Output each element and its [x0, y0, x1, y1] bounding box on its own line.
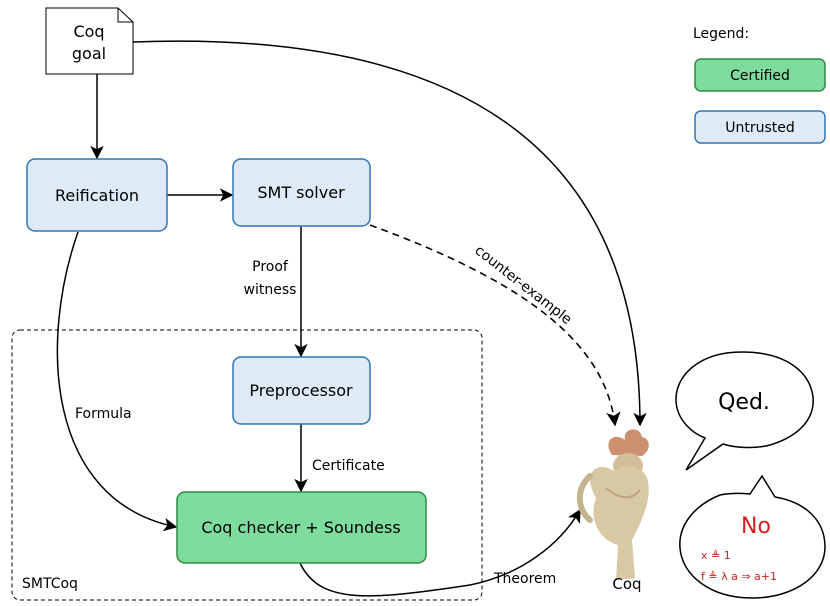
checker-node: Coq checker + Soundess: [176, 491, 427, 564]
checker-label: Coq checker + Soundess: [201, 518, 400, 537]
label-formula: Formula: [75, 406, 132, 422]
label-proof: Proof: [252, 259, 289, 275]
legend-untrusted-label: Untrusted: [725, 120, 795, 136]
no-speech-bubble: No x ≜ 1 f ≜ λ a ⇒ a+1: [679, 474, 826, 599]
edge-smt-counter-example: [369, 224, 621, 427]
legend-certified-swatch: [694, 58, 826, 92]
legend: Legend: Certified Untrusted: [693, 26, 826, 144]
coq-rooster-logo: [576, 429, 649, 580]
qed-speech-bubble: Qed.: [675, 351, 814, 471]
label-certificate: Certificate: [312, 458, 385, 474]
smt-solver-label: SMT solver: [257, 183, 345, 202]
reification-node: Reification: [26, 158, 168, 232]
label-witness: witness: [244, 282, 297, 298]
smt-solver-node: SMT solver: [232, 158, 371, 227]
edge-goal-to-coq: [132, 40, 647, 427]
preprocessor-node: Preprocessor: [232, 356, 371, 425]
no-detail-line-1: x ≜ 1: [701, 549, 731, 562]
no-text: No: [741, 514, 771, 539]
label-theorem: Theorem: [493, 571, 556, 587]
coq-goal-document: Coq goal: [45, 7, 134, 75]
smtcoq-region-label: SMTCoq: [22, 576, 78, 592]
goal-line-1: Coq: [73, 22, 104, 41]
edge-checker-theorem: [299, 508, 581, 597]
legend-untrusted-swatch: [694, 110, 826, 144]
preprocessor-label: Preprocessor: [249, 381, 353, 400]
goal-line-2: goal: [72, 44, 106, 63]
legend-title: Legend:: [693, 26, 749, 42]
edge-reification-formula: [56, 231, 178, 532]
qed-text: Qed.: [718, 390, 770, 415]
reification-label: Reification: [55, 186, 139, 205]
no-detail-line-2: f ≜ λ a ⇒ a+1: [701, 570, 777, 583]
label-counter-example: counter-example: [472, 243, 575, 328]
coq-label: Coq: [612, 575, 641, 593]
legend-certified-label: Certified: [730, 68, 790, 84]
smtcoq-region: [11, 329, 483, 601]
